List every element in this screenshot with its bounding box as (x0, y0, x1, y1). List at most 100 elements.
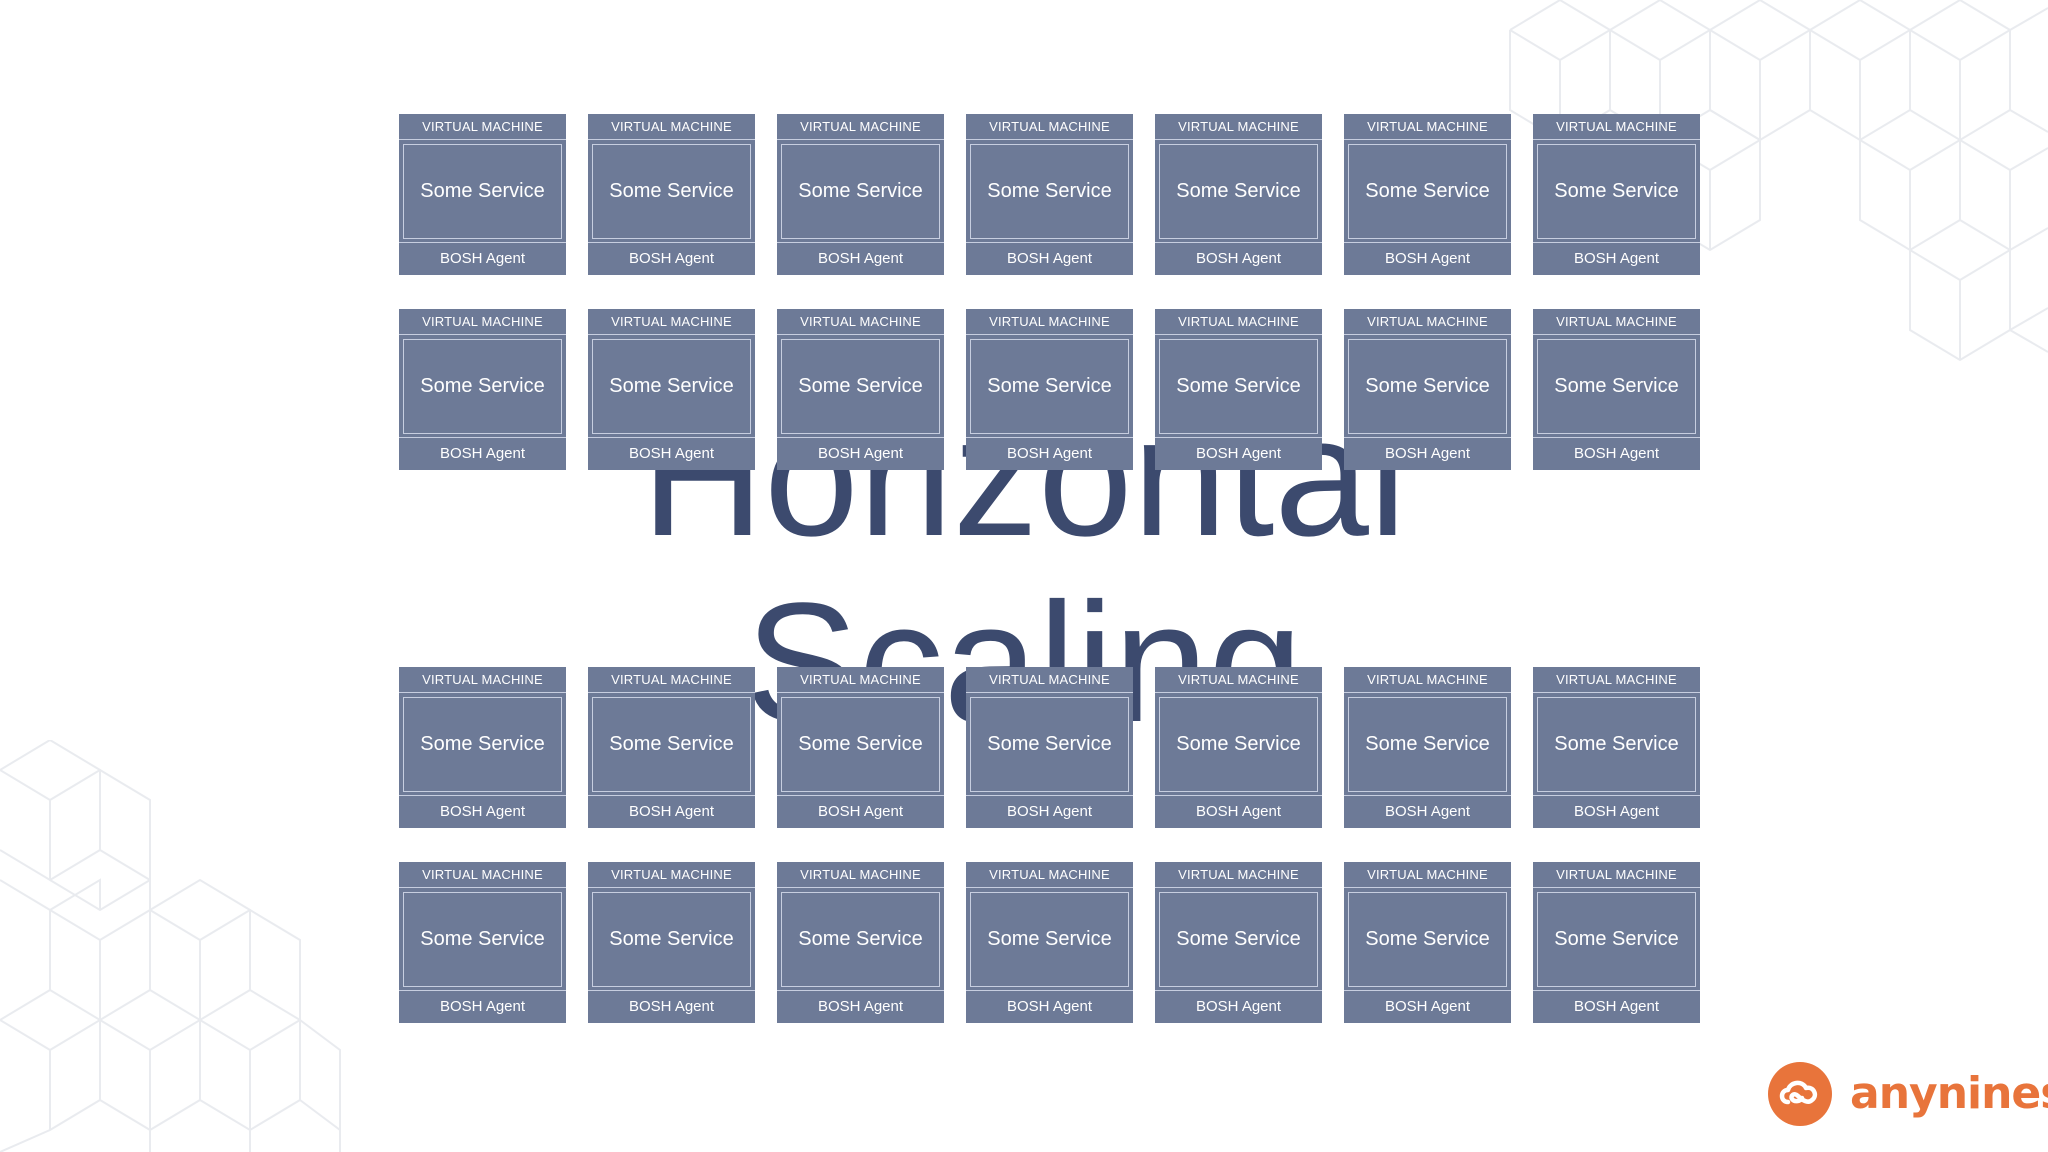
bosh-agent-label: BOSH Agent (1195, 998, 1282, 1015)
service-label: Some Service (403, 339, 562, 434)
vm-header-label: VIRTUAL MACHINE (422, 867, 543, 882)
divider (588, 795, 755, 796)
divider (966, 139, 1133, 140)
bosh-agent-label: BOSH Agent (1195, 250, 1282, 267)
divider (399, 795, 566, 796)
bosh-agent-label: BOSH Agent (817, 250, 904, 267)
divider (1533, 795, 1700, 796)
vm-header-label: VIRTUAL MACHINE (1178, 867, 1299, 882)
bosh-agent-label: BOSH Agent (628, 803, 715, 820)
divider (1344, 692, 1511, 693)
service-label: Some Service (403, 892, 562, 987)
bosh-agent-label: BOSH Agent (1006, 803, 1093, 820)
service-label: Some Service (781, 144, 940, 239)
service-label: Some Service (592, 144, 751, 239)
vm-header-label: VIRTUAL MACHINE (800, 867, 921, 882)
bosh-agent-label: BOSH Agent (1384, 250, 1471, 267)
divider (777, 990, 944, 991)
service-label: Some Service (781, 697, 940, 792)
divider (588, 242, 755, 243)
service-label: Some Service (1537, 339, 1696, 434)
vm-header-label: VIRTUAL MACHINE (1556, 867, 1677, 882)
vm-header-label: VIRTUAL MACHINE (1367, 119, 1488, 134)
divider (1344, 139, 1511, 140)
bosh-agent-label: BOSH Agent (1573, 250, 1660, 267)
service-label: Some Service (1159, 144, 1318, 239)
service-label: Some Service (1348, 892, 1507, 987)
divider (399, 242, 566, 243)
bosh-agent-label: BOSH Agent (439, 445, 526, 462)
divider (588, 887, 755, 888)
divider (966, 795, 1133, 796)
divider (966, 242, 1133, 243)
vm-header-label: VIRTUAL MACHINE (989, 119, 1110, 134)
divider (399, 437, 566, 438)
divider (1344, 437, 1511, 438)
service-label: Some Service (592, 339, 751, 434)
bosh-agent-label: BOSH Agent (1006, 445, 1093, 462)
bosh-agent-label: BOSH Agent (628, 250, 715, 267)
service-label: Some Service (1348, 144, 1507, 239)
divider (1155, 139, 1322, 140)
service-label: Some Service (781, 339, 940, 434)
divider (588, 139, 755, 140)
service-label: Some Service (1159, 697, 1318, 792)
divider (777, 334, 944, 335)
divider (1155, 334, 1322, 335)
vm-header-label: VIRTUAL MACHINE (1556, 672, 1677, 687)
service-label: Some Service (1348, 339, 1507, 434)
cloud-loop-icon (1768, 1062, 1832, 1126)
divider (966, 334, 1133, 335)
service-label: Some Service (1537, 697, 1696, 792)
vm-header-label: VIRTUAL MACHINE (1178, 672, 1299, 687)
vm-header-label: VIRTUAL MACHINE (1367, 314, 1488, 329)
service-label: Some Service (592, 892, 751, 987)
bosh-agent-label: BOSH Agent (1006, 250, 1093, 267)
divider (777, 139, 944, 140)
anynines-logo: anynines (1768, 1062, 2048, 1126)
divider (588, 437, 755, 438)
divider (777, 242, 944, 243)
vm-header-label: VIRTUAL MACHINE (422, 119, 543, 134)
divider (966, 990, 1133, 991)
service-label: Some Service (1159, 892, 1318, 987)
service-label: Some Service (403, 697, 562, 792)
vm-header-label: VIRTUAL MACHINE (800, 672, 921, 687)
divider (966, 887, 1133, 888)
vm-header-label: VIRTUAL MACHINE (1556, 314, 1677, 329)
vm-header-label: VIRTUAL MACHINE (1178, 314, 1299, 329)
bosh-agent-label: BOSH Agent (1573, 445, 1660, 462)
brand-name: anynines (1850, 1068, 2048, 1119)
bosh-agent-label: BOSH Agent (1195, 803, 1282, 820)
bosh-agent-label: BOSH Agent (1384, 445, 1471, 462)
bosh-agent-label: BOSH Agent (817, 998, 904, 1015)
service-label: Some Service (1537, 892, 1696, 987)
divider (777, 887, 944, 888)
vm-header-label: VIRTUAL MACHINE (611, 119, 732, 134)
divider (1344, 334, 1511, 335)
divider (588, 692, 755, 693)
vm-header-label: VIRTUAL MACHINE (800, 314, 921, 329)
bosh-agent-label: BOSH Agent (439, 803, 526, 820)
vm-header-label: VIRTUAL MACHINE (611, 867, 732, 882)
bosh-agent-label: BOSH Agent (1573, 998, 1660, 1015)
